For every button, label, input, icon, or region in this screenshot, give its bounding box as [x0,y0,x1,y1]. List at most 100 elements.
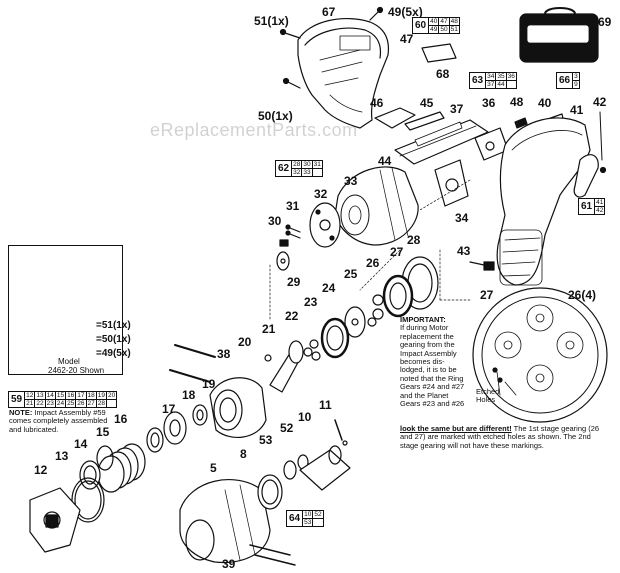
screws-39 [249,544,296,566]
ref-table-62-cell: 31 [311,160,323,169]
callout-51: 51(1x) [254,14,289,28]
ref-table-59-cell: 12 [24,391,36,400]
assembly-guide-lines [269,179,471,321]
callout-15: 15 [96,425,110,439]
callout-13: 13 [55,449,69,463]
callout-8: 8 [240,447,247,461]
callout-28: 28 [407,233,421,247]
ref-table-62: 62 28 30 31 32 33 [274,160,323,177]
callout-23: 23 [304,295,318,309]
callout-5: 5 [210,461,217,475]
ref-table-59-cell: 23 [44,399,56,408]
case-brand-label: Milwaukee [532,29,569,38]
ref-table-59-cell: 24 [54,399,67,408]
callout-19: 19 [202,377,216,391]
anvil-12 [29,487,81,553]
important-note-title: IMPORTANT: [400,315,446,324]
callout-34: 34 [455,211,469,225]
callout-43: 43 [457,244,471,258]
ref-table-64-cell: 10 [302,510,314,519]
callout-69: 69 [598,15,612,29]
screw-49 [369,6,384,21]
ref-table-60-cell: 51 [448,25,460,34]
ref-table-59-cell: 17 [75,391,87,400]
ref-table-59-cell: 26 [75,399,87,408]
inset-legend-49: =49(5x) [96,348,131,359]
ref-table-59-cell: 27 [85,399,97,408]
ref-table-63-id: 63 [468,72,487,89]
ref-table-63-cell: 37 [485,80,497,89]
ring-14 [79,460,101,490]
spindle-22 [269,340,304,393]
gear-detail-label-27: 27 [480,288,494,302]
ref-table-63-cell: 35 [495,72,507,81]
belt-clip-41 [573,154,599,198]
ref-table-59-cell: 22 [34,399,46,408]
ref-table-63-cell: 44 [495,80,507,89]
ref-table-63-cell: 34 [485,72,497,81]
ring-15 [96,445,114,471]
gear-detail-view [472,287,608,423]
ref-table-59-cell: 13 [34,391,46,400]
callout-11: 11 [319,398,332,412]
etched-holes-label: Etched Holes [476,387,500,405]
callout-17: 17 [162,402,176,416]
ref-table-59-cell: 28 [95,399,108,408]
model-inset-frame [8,245,123,375]
callout-53: 53 [259,433,273,447]
ref-table-66-cell: 9 [572,80,580,89]
housing-right-half [496,117,591,286]
ref-table-59-cell: 15 [54,391,67,400]
screw-42 [599,111,607,174]
pinion-29 [276,251,290,271]
ref-table-61: 61 41 42 [577,198,606,215]
spring-16 [97,443,146,493]
inset-model-label: Model [58,357,80,366]
ref-table-64-empty-cell [312,518,324,527]
motor-33 [334,166,419,246]
ref-table-64-cell: 52 [312,510,324,519]
spring-53 [283,460,297,480]
clip-11 [334,419,348,446]
ref-table-59-cell: 21 [24,399,36,408]
ref-table-66: 66 3 9 [555,72,580,89]
callout-21: 21 [262,322,276,336]
callout-29: 29 [287,275,301,289]
callout-52: 52 [280,421,294,435]
ref-table-59-cell: 18 [85,391,97,400]
ref-table-63-cell: 36 [505,72,517,81]
important-note: IMPORTANT: If during Motor replacement t… [400,315,468,408]
ref-table-61-cell: 41 [594,198,606,207]
callout-39: 39 [222,557,236,571]
carrying-case-69 [519,7,599,63]
label-plate-68 [421,43,457,63]
ref-table-60-id: 60 [411,17,430,34]
impact-note-body: Impact Assembly #59 comes completely ass… [9,408,108,434]
washer-18 [163,411,187,445]
callout-27: 27 [390,245,404,259]
important-note-underline: look the same but are different! [400,424,512,433]
callout-47: 47 [400,32,414,46]
callout-31: 31 [286,199,300,213]
callout-48: 48 [510,95,524,109]
callout-18: 18 [182,388,196,402]
important-note-body-2: The 1st stage gearing (26 and 27) are ma… [400,424,600,450]
callout-32: 32 [314,187,328,201]
callout-50: 50(1x) [258,109,293,123]
callout-12: 12 [34,463,48,477]
ref-table-60: 60 40 47 48 49 50 51 [411,17,460,34]
impact-note-title: NOTE: [9,408,33,417]
planet-gears-23 [303,339,321,361]
important-note-continued: look the same but are different! The 1st… [400,424,610,450]
screw-51 [279,28,301,39]
sleeve-10 [299,445,351,491]
carrier-25 [344,306,366,338]
ref-table-61-cell: 42 [594,206,606,215]
ref-table-62-empty-cell [311,168,323,177]
ref-table-62-cell: 33 [301,168,313,177]
ref-table-64-cell: 53 [302,518,314,527]
screw-50 [282,77,301,89]
nose-housing-5 [179,479,271,564]
callout-25: 25 [344,267,358,281]
